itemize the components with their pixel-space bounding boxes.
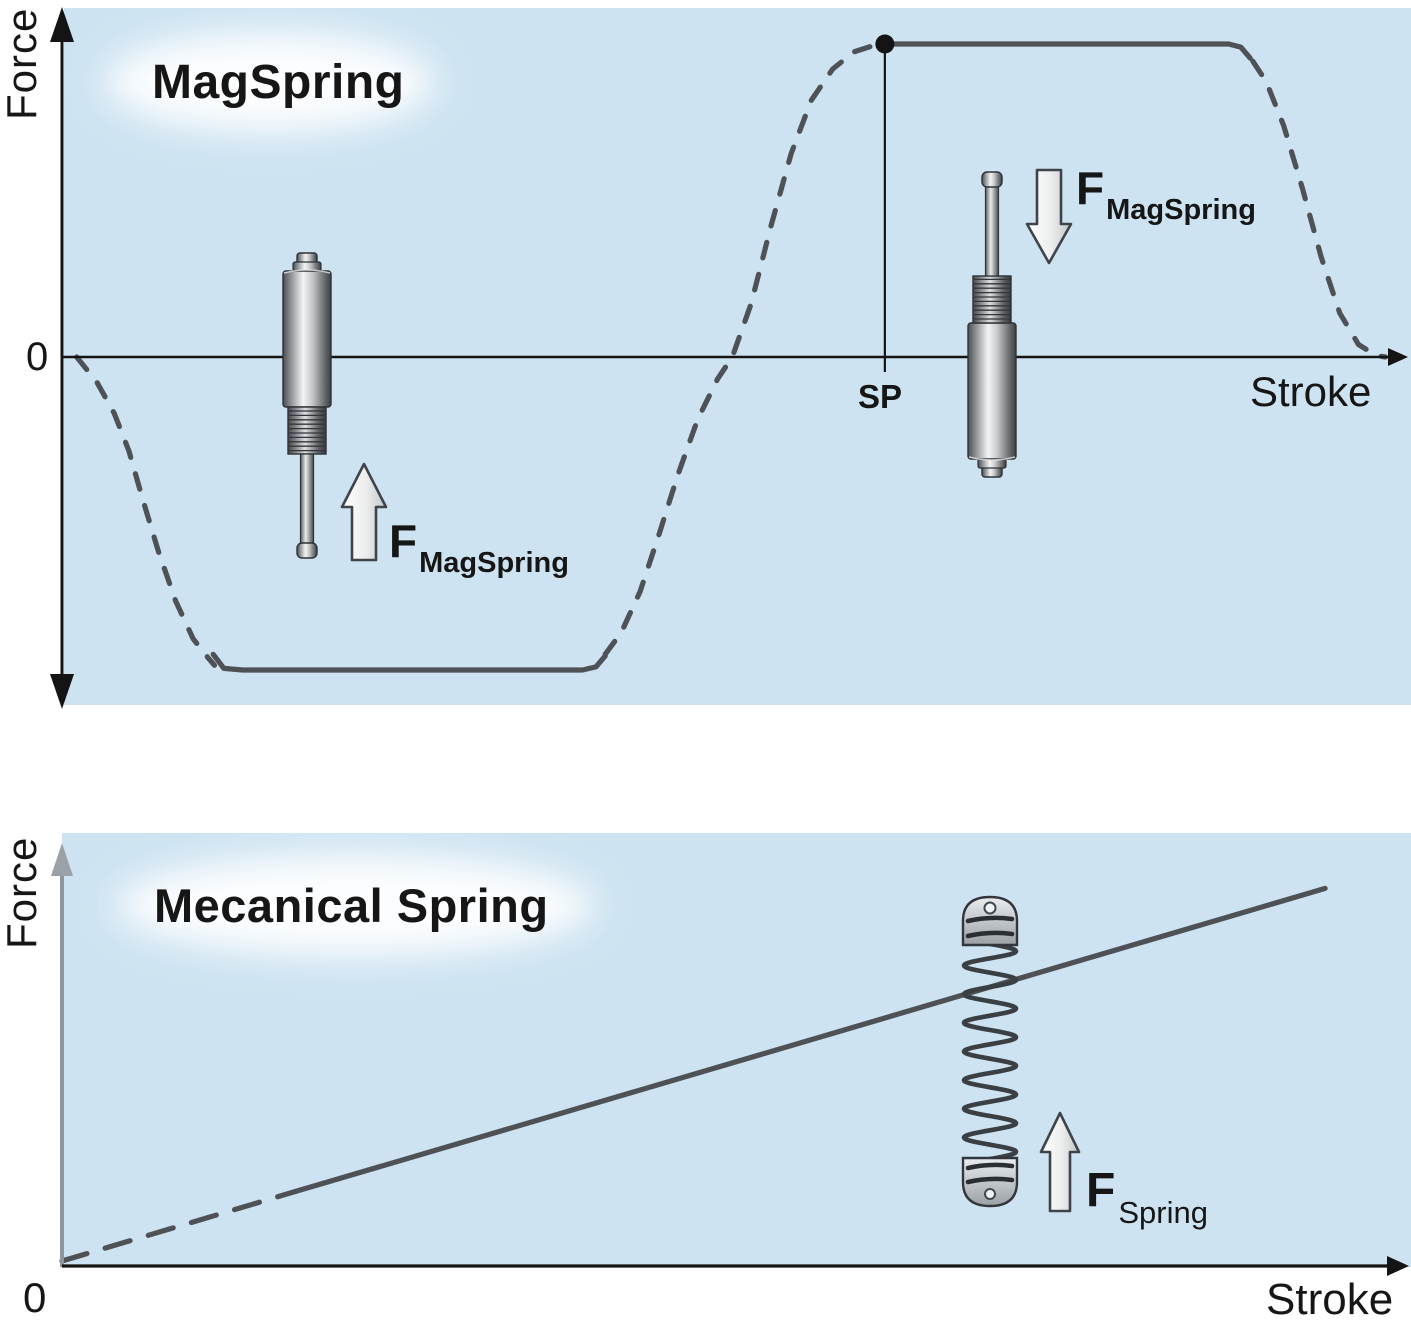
title-glow <box>105 32 435 132</box>
magspring-title: MagSpring <box>152 56 405 109</box>
curve-segment <box>882 41 1253 61</box>
mechanical-zero-label: 0 <box>23 1274 47 1321</box>
force-arrow-up-icon <box>1039 1111 1081 1213</box>
magspring-device-icon <box>967 171 1017 478</box>
force-symbol: F <box>389 515 418 567</box>
curve-segment <box>1250 58 1388 360</box>
force-arrow-down-icon <box>1025 168 1073 265</box>
curve-segment <box>59 1188 299 1264</box>
curve-segment <box>210 651 608 673</box>
mechanical-x-axis-label: Stroke <box>1266 1275 1394 1324</box>
title-glow <box>115 854 595 956</box>
force-symbol: F <box>1086 1164 1116 1217</box>
magspring-y-axis <box>50 7 74 709</box>
force-subscript: Spring <box>1118 1195 1208 1230</box>
mechanical-y-axis-label: Force <box>0 836 45 949</box>
magspring-x-axis-label: Stroke <box>1250 368 1372 415</box>
curve-segment <box>293 885 1328 1194</box>
mechanical-title: Mecanical Spring <box>154 879 549 932</box>
force-arrow-up-icon <box>340 462 388 562</box>
force-subscript: MagSpring <box>419 547 569 579</box>
magspring-zero-label: 0 <box>26 335 49 379</box>
force-annotation-spring-up: FSpring <box>1086 1163 1208 1230</box>
magspring-curve <box>74 41 1388 673</box>
sp-label: SP <box>858 378 903 415</box>
force-annotation-magspring-up: FMagSpring <box>389 514 569 579</box>
curve-segment <box>602 42 879 657</box>
force-annotation-magspring-down: FMagSpring <box>1076 161 1256 226</box>
mechanical-spring-curve <box>59 885 1328 1264</box>
sp-marker-dot <box>875 34 895 54</box>
curve-segment <box>74 354 218 668</box>
sp-marker <box>875 34 895 372</box>
mechanical-x-axis <box>62 1256 1409 1276</box>
coil-spring-icon <box>961 895 1019 1208</box>
force-symbol: F <box>1076 162 1105 214</box>
magspring-device-icon <box>282 252 332 559</box>
magspring-y-axis-label: Force <box>0 7 45 120</box>
force-subscript: MagSpring <box>1106 194 1256 226</box>
mechanical-y-axis <box>51 843 73 1267</box>
